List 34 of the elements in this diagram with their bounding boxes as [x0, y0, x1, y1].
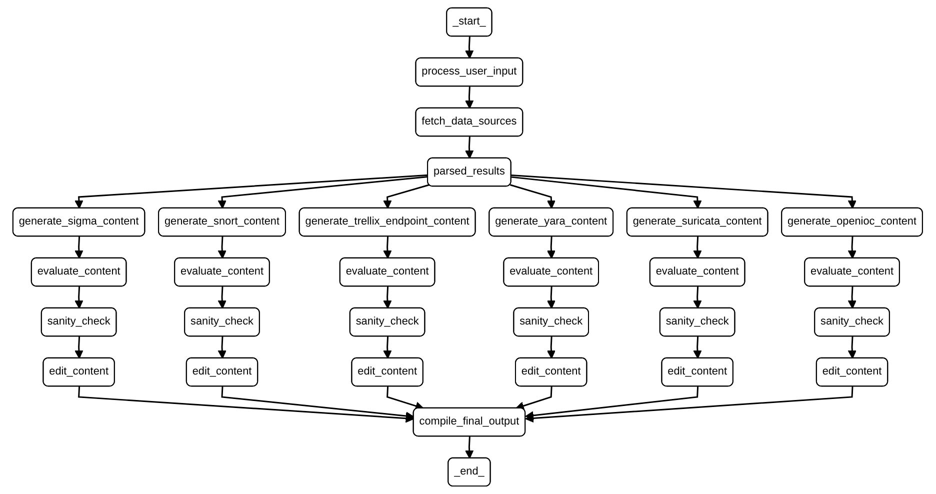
arrow — [218, 176, 428, 209]
arrow — [383, 336, 392, 359]
arrow — [218, 236, 227, 259]
arrow — [848, 236, 857, 259]
arrow — [465, 86, 474, 109]
arrow — [74, 174, 428, 209]
arrow — [74, 336, 84, 359]
arrow — [386, 386, 424, 410]
arrow — [383, 286, 392, 309]
arrow — [510, 184, 556, 209]
arrow — [848, 336, 857, 359]
arrow — [78, 386, 415, 423]
arrow — [848, 286, 857, 309]
arrow — [465, 436, 474, 459]
arrow — [74, 236, 84, 259]
arrow — [693, 286, 702, 309]
arrow — [512, 174, 857, 209]
arrow — [547, 336, 556, 359]
arrow — [465, 36, 474, 59]
arrow — [526, 386, 854, 423]
arrow — [693, 336, 702, 359]
arrow — [383, 236, 392, 259]
arrow — [516, 386, 553, 410]
arrow — [547, 236, 556, 259]
arrow — [383, 184, 430, 209]
arrow — [465, 136, 474, 159]
arrow — [222, 386, 415, 420]
arrow — [693, 236, 702, 259]
arrow — [547, 286, 556, 309]
arrow — [526, 386, 699, 420]
arrow — [512, 176, 702, 209]
arrow — [74, 286, 84, 309]
arrow — [218, 286, 227, 309]
arrow — [218, 336, 227, 359]
